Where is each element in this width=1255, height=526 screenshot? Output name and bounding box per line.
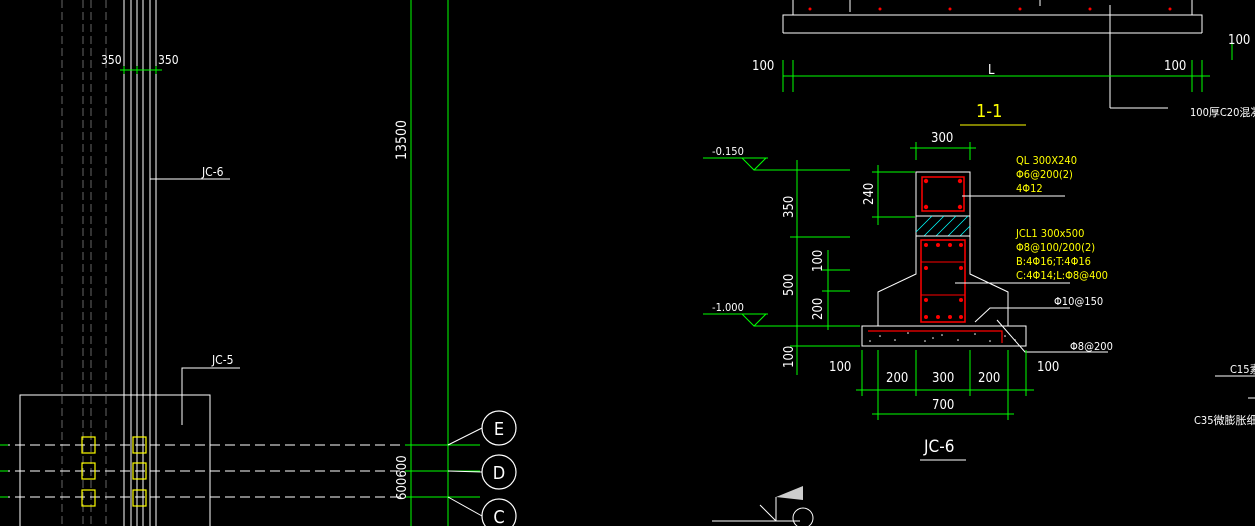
dim-label-240: 240 — [862, 183, 877, 205]
ql-stirrup: Φ6@200(2) — [1016, 168, 1073, 181]
dim-label-500: 500 — [782, 274, 797, 296]
foundation-beam-stirrup — [920, 239, 966, 323]
level-label-top: -0.150 — [712, 145, 744, 158]
plan-label-jc6: JC-6 — [201, 165, 224, 179]
section-dim-100-far-right: 100 — [1228, 33, 1250, 48]
north-flag-icon — [776, 486, 803, 500]
footing-outline — [877, 235, 1009, 327]
ring-beam-outline — [915, 171, 971, 217]
ring-beam-stirrup — [921, 176, 965, 212]
jcl-annotation: JCL1 300x500 Φ8@100/200(2) B:4Φ16;T:4Φ16… — [1015, 227, 1108, 282]
bottom-dim-0: 100 — [829, 360, 851, 375]
dim-label-100: 100 — [811, 250, 826, 272]
note-c35: C35微膨胀细石 — [1194, 413, 1255, 427]
axis-label-d: D — [493, 463, 505, 484]
slab-rebar — [868, 330, 1003, 343]
base-slab — [861, 325, 1027, 347]
bottom-symbol — [712, 486, 814, 526]
rebar-label-2: Φ8@200 — [1070, 340, 1113, 353]
section-note: 100厚C20混凝土 — [1190, 105, 1255, 119]
axis-bubble-d: D — [481, 454, 517, 490]
bottom-dim-3: 200 — [978, 371, 1000, 386]
dim-label-200: 200 — [811, 298, 826, 320]
ring-beam-bars — [923, 178, 963, 210]
plan-label-jc5: JC-5 — [211, 353, 234, 367]
dim-label-600600: 600600 — [395, 455, 410, 500]
bottom-dim-labels: 100 200 300 200 100 700 — [829, 360, 1059, 413]
bottom-dim-4: 100 — [1037, 360, 1059, 375]
section-rebar-dots — [808, 7, 1172, 11]
section-dim-100-left: 100 — [752, 59, 774, 74]
bottom-dim-total: 700 — [932, 398, 954, 413]
section-jc6: -0.150 -1.000 350 500 100 100 200 240 — [703, 131, 1113, 461]
dim-350-350 — [120, 66, 162, 74]
foundation-beam-rebar-lines — [921, 261, 965, 296]
dim-label-350-left: 350 — [101, 53, 122, 67]
annotation-leaders — [955, 195, 1108, 353]
dashed-wall-lines — [61, 0, 107, 526]
section-1-1: 100厚C20混凝土 100 L 100 100 1-1 — [752, 0, 1255, 126]
jcl-side: C:4Φ14;L:Φ8@400 — [1016, 269, 1108, 282]
ql-annotation: QL 300X240 Φ6@200(2) 4Φ12 — [1016, 154, 1077, 195]
section-title: 1-1 — [976, 101, 1002, 122]
damp-proof-layer — [915, 215, 971, 237]
ql-title: QL 300X240 — [1016, 154, 1077, 167]
level-label-bottom: -1.000 — [712, 301, 744, 314]
level-marker-bottom: -1.000 — [703, 301, 860, 327]
dim-label-350: 350 — [782, 196, 797, 218]
grid-lines-horizontal — [0, 444, 410, 498]
right-notes: C15素 C35微膨胀细石 — [1194, 363, 1255, 427]
axis-label-c: C — [493, 507, 504, 526]
dim-label-13500: 13500 — [394, 120, 410, 160]
level-marker-top: -0.150 — [703, 145, 850, 171]
jc6-title: JC-6 — [923, 437, 954, 457]
section-dim-l: L — [988, 63, 995, 78]
jcl-title: JCL1 300x500 — [1015, 227, 1084, 240]
section-dim-line — [782, 40, 1233, 92]
base-slab-speckle — [869, 332, 1016, 342]
bottom-dim-1: 200 — [886, 371, 908, 386]
foundation-jc5-outline — [19, 394, 211, 526]
bottom-dims — [856, 350, 1034, 420]
section-dim-100-right: 100 — [1164, 59, 1186, 74]
section-outline-right — [1191, 0, 1203, 33]
foundation-beam-bars — [924, 243, 963, 319]
jc5-leader — [181, 367, 240, 425]
grid-stubs-left — [0, 444, 8, 498]
dim-vertical-lines — [405, 0, 480, 526]
bottom-dim-2: 300 — [932, 371, 954, 386]
axis-bubble-c: C — [481, 498, 517, 526]
dim-label-100-bottom: 100 — [782, 346, 797, 368]
axis-leaders — [447, 427, 483, 517]
wall-lines — [123, 0, 157, 526]
axis-label-e: E — [494, 419, 504, 440]
axis-bubble-e: E — [481, 410, 517, 446]
dim-top-300 — [910, 142, 976, 160]
dim-label-top-300: 300 — [931, 131, 953, 146]
note-c15: C15素 — [1230, 363, 1255, 376]
section-outline-left — [782, 0, 794, 33]
vertical-dims — [790, 160, 915, 375]
plan-view: 350 350 JC-6 JC-5 — [0, 0, 517, 526]
dim-label-350-right: 350 — [158, 53, 179, 67]
jcl-bars: B:4Φ16;T:4Φ16 — [1016, 255, 1091, 268]
ql-bars: 4Φ12 — [1016, 182, 1043, 195]
jcl-stirrup: Φ8@100/200(2) — [1016, 241, 1095, 254]
rebar-label-1: Φ10@150 — [1054, 295, 1103, 308]
columns — [81, 436, 147, 507]
